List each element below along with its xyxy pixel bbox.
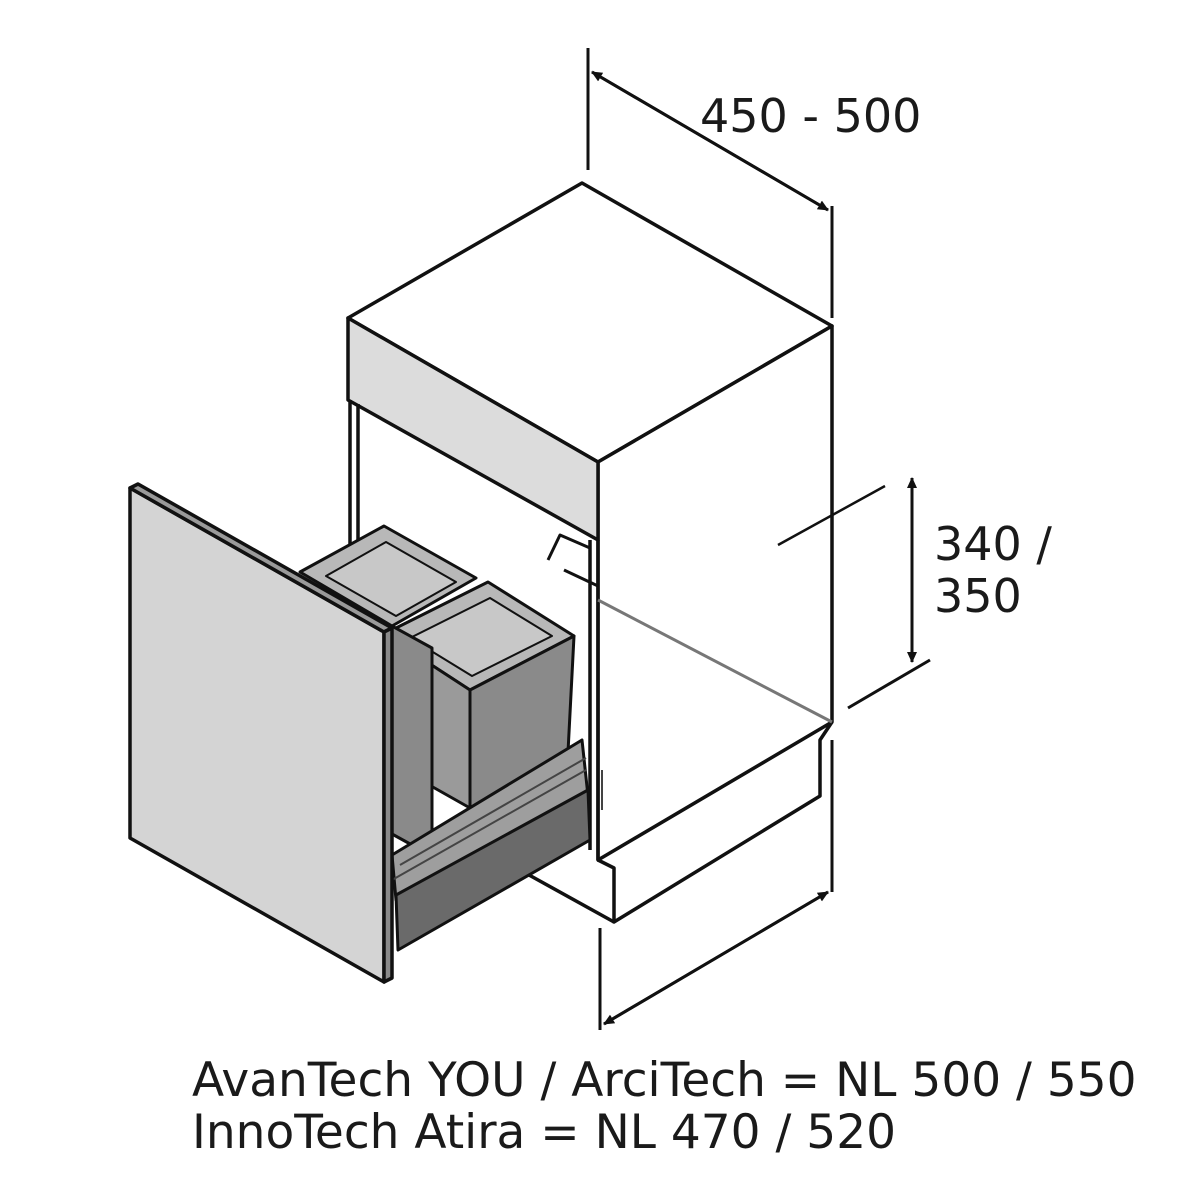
cabinet-plinth bbox=[597, 721, 834, 924]
height-dimension-label-line1: 340 / bbox=[934, 517, 1052, 571]
height-dimension-label-line2: 350 bbox=[934, 569, 1022, 623]
dimension-height bbox=[847, 477, 931, 710]
drawer-front-panel bbox=[128, 482, 394, 984]
drawer-front-rail bbox=[394, 788, 592, 952]
cabinet-inner-floor-line bbox=[597, 598, 833, 724]
pull-out-drawer bbox=[298, 524, 603, 952]
depth-dimension-label: 450 - 500 bbox=[700, 89, 921, 143]
bin-back-body bbox=[390, 624, 434, 858]
caption-line-2: InnoTech Atira = NL 470 / 520 bbox=[192, 1105, 896, 1160]
caption-line-1: AvanTech YOU / ArciTech = NL 500 / 550 bbox=[192, 1053, 1137, 1108]
dimension-width bbox=[598, 740, 834, 1030]
cabinet-body bbox=[346, 181, 834, 924]
dimension-depth bbox=[586, 48, 834, 318]
